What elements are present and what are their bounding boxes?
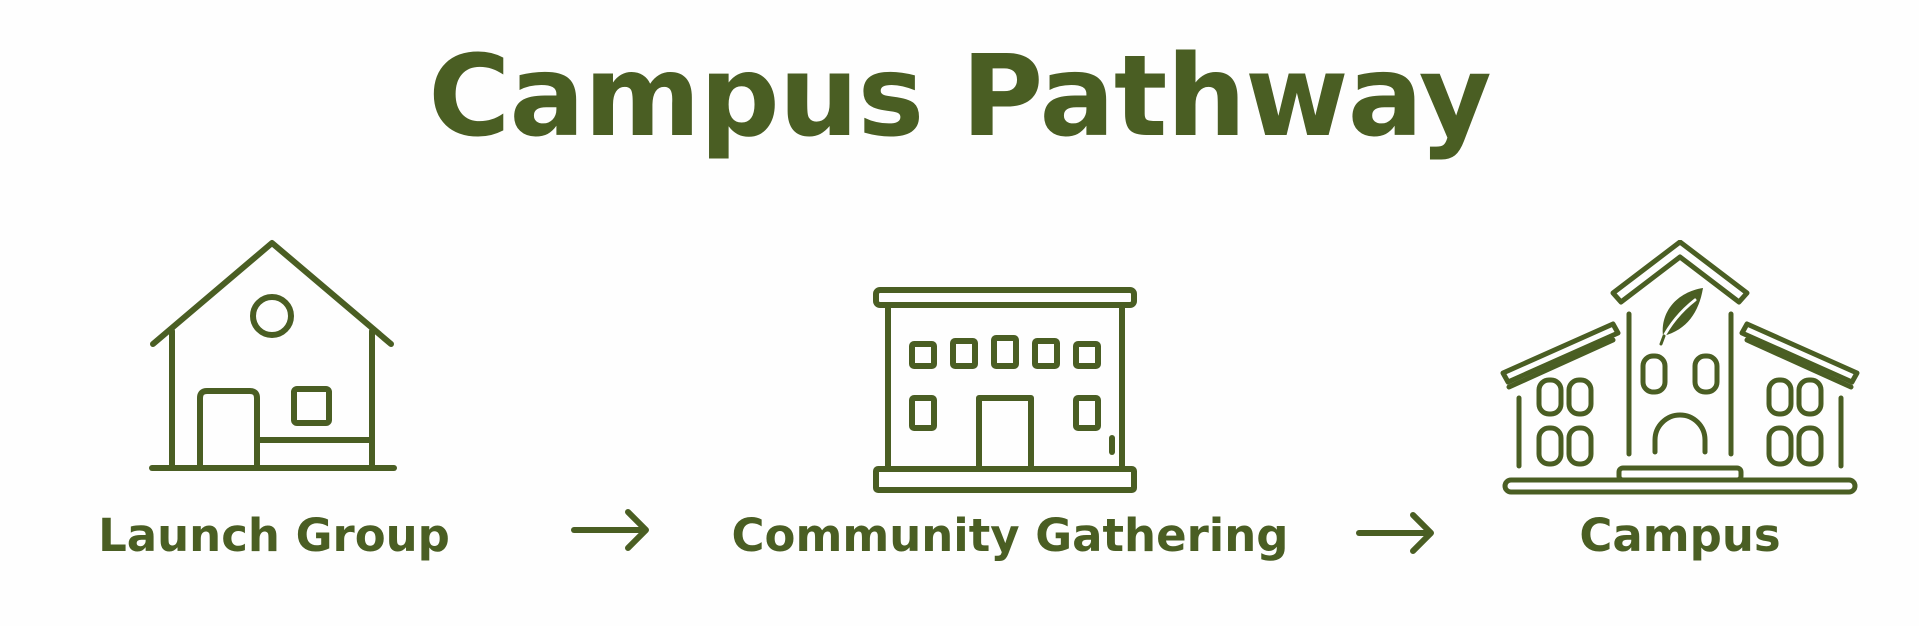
stage-label-campus: Campus bbox=[1579, 509, 1781, 562]
page-title: Campus Pathway bbox=[428, 32, 1492, 162]
stage-label-community-gathering: Community Gathering bbox=[731, 509, 1289, 562]
building-icon bbox=[872, 286, 1138, 494]
campus-building-icon bbox=[1495, 240, 1865, 496]
stage-label-launch-group: Launch Group bbox=[98, 509, 450, 562]
house-icon bbox=[148, 238, 400, 476]
right-arrow-icon bbox=[570, 505, 650, 555]
right-arrow-icon bbox=[1355, 508, 1435, 558]
